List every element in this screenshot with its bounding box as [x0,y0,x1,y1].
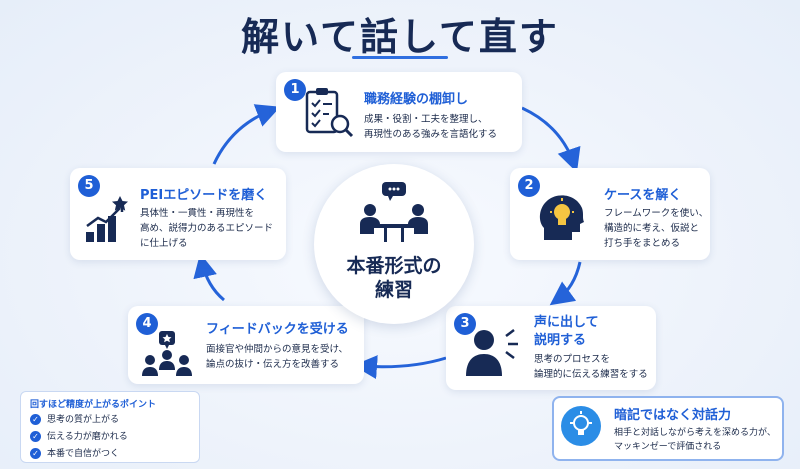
arrow-5-to-1 [212,104,281,165]
speaker-icon [466,329,518,376]
point-item: ✓思考の質が上がる [30,412,119,425]
step-number-2: 2 [518,175,540,197]
arrow-3-to-4 [353,355,447,380]
lightbulb-icon [561,406,601,446]
step-number-3: 3 [454,313,476,335]
tip-description: 相手と対話しながら考えを深める力が、 マッキンゼーで評価される [614,428,776,452]
step-card-1 [276,72,522,152]
step-title-2: ケースを解く [604,188,682,203]
step-title-1: 職務経験の棚卸し [364,92,469,107]
title-underline [352,56,448,59]
step-title-3: 声に出して 説明する [534,315,599,348]
arrow-4-to-5 [193,253,225,302]
step-card-5 [70,168,286,260]
arrow-1-to-2 [521,106,581,173]
check-icon: ✓ [30,431,41,442]
point-item: ✓本番で自信がつく [30,446,119,459]
tip-title: 暗記ではなく対話力 [614,408,732,423]
meeting-icon [360,182,428,242]
head-lightbulb-icon [539,195,584,240]
step-title-4: フィードバックを受ける [206,322,349,337]
page-title: 解いて話して直す [241,15,559,59]
step-desc-4: 面接官や仲間からの意見を受け、 論点の抜け・伝え方を改善する [206,344,349,370]
point-item: ✓伝える力が磨かれる [30,429,128,442]
checklist-magnifier-icon [305,88,354,138]
step-desc-5: 具体性・一貫性・再現性を 高め、説得力のあるエピソード に仕上げる [140,208,274,249]
check-icon: ✓ [30,448,41,459]
step-desc-2: フレームワークを使い、 構造的に考え、仮説と 打ち手をまとめる [604,208,709,249]
growth-chart-star-icon [86,196,128,242]
step-number-1: 1 [284,79,306,101]
team-feedback-icon [142,331,192,376]
step-number-5: 5 [78,175,100,197]
step-title-5: PEIエピソードを磨く [140,188,268,203]
check-icon: ✓ [30,414,41,425]
step-desc-3: 思考のプロセスを 論理的に伝える練習をする [534,354,648,380]
arrow-2-to-3 [549,261,582,306]
points-title: 回すほど精度が上がるポイント [30,400,157,410]
center-label: 本番形式の 練習 [346,255,442,301]
step-desc-1: 成果・役割・工夫を整理し、 再現性のある強みを言語化する [364,114,498,140]
step-number-4: 4 [136,313,158,335]
points-box [20,391,200,463]
